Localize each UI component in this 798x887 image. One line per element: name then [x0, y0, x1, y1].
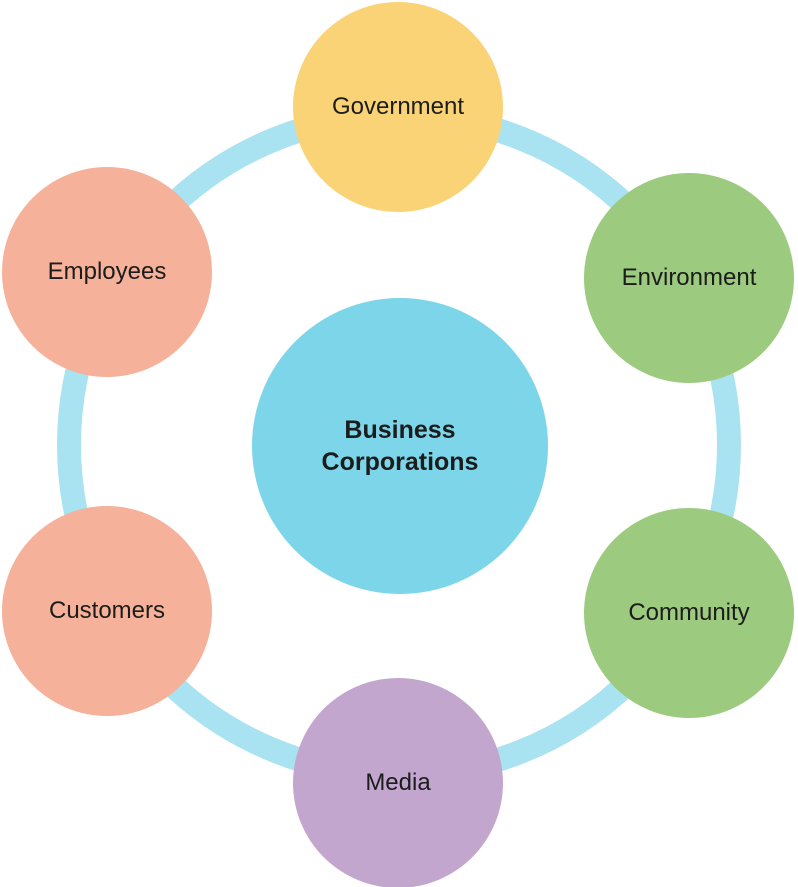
- node-customers-label: Customers: [48, 597, 166, 624]
- node-employees: Employees: [2, 167, 212, 377]
- node-media-label: Media: [365, 769, 431, 796]
- node-environment: Environment: [584, 173, 794, 383]
- node-government-label: Government: [331, 93, 465, 120]
- node-community-label: Community: [628, 599, 750, 626]
- node-business-corporations: Business Corporations: [252, 298, 548, 594]
- node-media: Media: [293, 678, 503, 887]
- node-customers: Customers: [2, 506, 212, 716]
- node-government: Government: [293, 2, 503, 212]
- node-business-corporations-label-line1: Business: [344, 415, 456, 444]
- node-employees-label: Employees: [47, 258, 167, 285]
- node-environment-label: Environment: [621, 264, 757, 291]
- node-business-corporations-label-line2: Corporations: [321, 448, 479, 476]
- node-community: Community: [584, 508, 794, 718]
